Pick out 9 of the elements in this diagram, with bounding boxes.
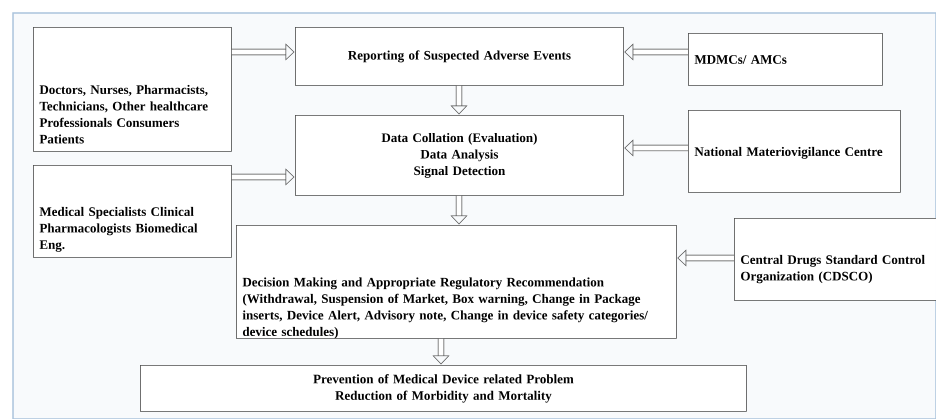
process-box: Central Drugs Standard Control Organization (CDSCO) bbox=[734, 218, 936, 301]
process-box: Prevention of Medical Device related Problem Reduction of Morbidity and Mortality bbox=[140, 364, 747, 412]
process-box: National Materiovigilance Centre bbox=[688, 110, 901, 193]
process-box: Data Collation (Evaluation) Data Analysis Signal Detection bbox=[295, 115, 624, 196]
process-box: Doctors, Nurses, Pharmacists, Technicians, Other healthcare Professionals Consumers Patients bbox=[33, 27, 232, 152]
process-box: Decision Making and Appropriate Regulatory Recommendation (Withdrawal, Suspension of Market, Box warning, Change in Package inserts, Device Alert, Advisory note, Change in device safety categories/ device schedules) bbox=[236, 224, 677, 339]
process-box: Reporting of Suspected Adverse Events bbox=[295, 27, 624, 86]
process-box: MDMCs/ AMCs bbox=[688, 33, 883, 86]
process-box: Medical Specialists Clinical Pharmacologists Biomedical Eng. bbox=[33, 164, 232, 258]
